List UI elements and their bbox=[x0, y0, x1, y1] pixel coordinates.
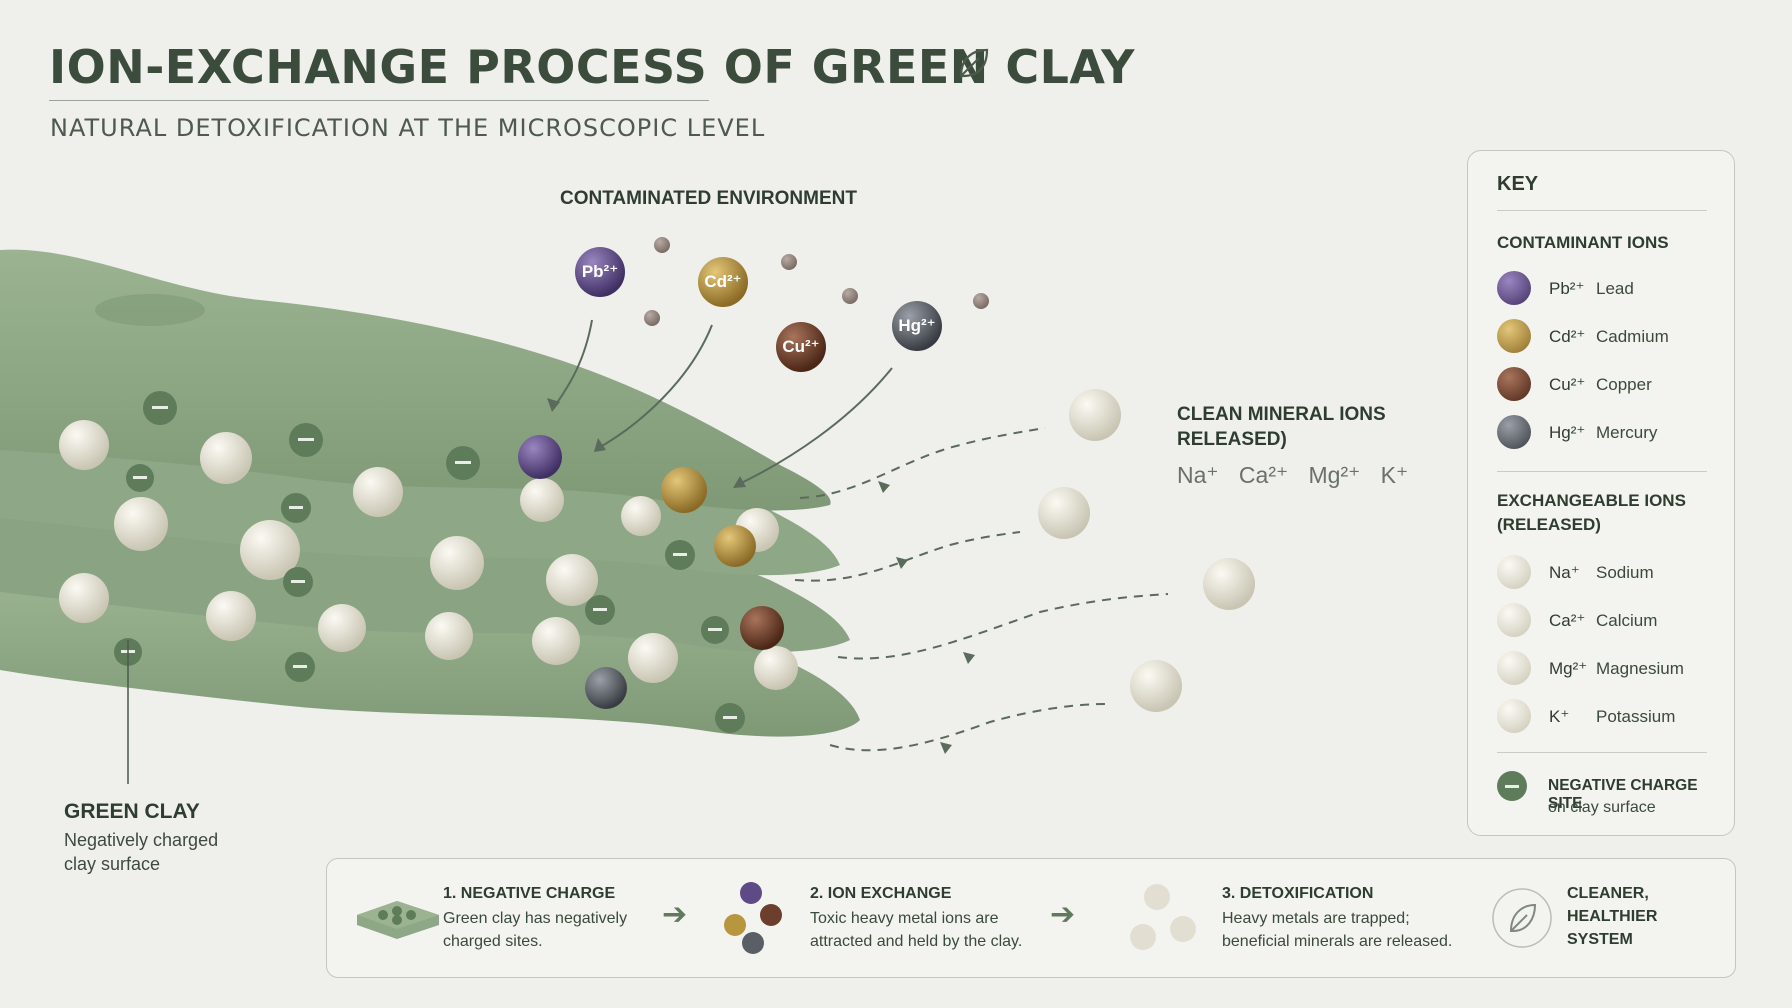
released-mineral-3 bbox=[1203, 558, 1255, 610]
leaf-icon-result bbox=[1492, 888, 1552, 948]
key-item-potassium: K⁺ Potassium bbox=[1497, 699, 1727, 735]
cadmium-name: Cadmium bbox=[1596, 327, 1669, 346]
key-item-calcium: Ca²⁺ Calcium bbox=[1497, 603, 1727, 639]
released-mineral-2 bbox=[1038, 487, 1090, 539]
negative-charge-sub: on clay surface bbox=[1548, 799, 1656, 816]
lead-symbol: Pb²⁺ bbox=[1549, 279, 1585, 298]
released-mineral-1 bbox=[1069, 389, 1121, 441]
clean-ions-list: Na⁺ Ca²⁺ Mg²⁺ K⁺ bbox=[1177, 462, 1409, 488]
potassium-name: Potassium bbox=[1596, 707, 1676, 726]
green-clay-desc-2: clay surface bbox=[64, 854, 161, 874]
trapped-cu bbox=[740, 606, 784, 650]
trapped-cd bbox=[661, 467, 707, 513]
green-clay-desc-1: Negatively charged bbox=[64, 830, 219, 850]
exchangeable-ions-title: EXCHANGEABLE IONS (RELEASED) bbox=[1497, 489, 1717, 537]
copper-swatch bbox=[1497, 367, 1531, 401]
negative-charge-icon bbox=[1497, 771, 1527, 801]
ion-cluster-icon bbox=[724, 882, 782, 954]
title-divider bbox=[49, 100, 709, 101]
result-line3: SYSTEM bbox=[1567, 931, 1633, 948]
calcium-symbol: Ca²⁺ bbox=[1549, 611, 1586, 630]
key-item-sodium: Na⁺ Sodium bbox=[1497, 555, 1727, 591]
step3-line1: Heavy metals are trapped; bbox=[1222, 910, 1410, 927]
released-mineral-4 bbox=[1130, 660, 1182, 712]
copper-name: Copper bbox=[1596, 375, 1652, 394]
process-panel: 1. NEGATIVE CHARGE Green clay has negati… bbox=[326, 858, 1736, 978]
step1-line1: Green clay has negatively bbox=[443, 910, 628, 927]
clay-slab-icon bbox=[357, 901, 439, 939]
trapped-hg bbox=[585, 667, 627, 709]
key-panel: KEY CONTAMINANT IONS Pb²⁺ Lead Cd²⁺ Cadm… bbox=[1467, 150, 1735, 836]
key-item-copper: Cu²⁺ Copper bbox=[1497, 367, 1727, 403]
step2-line1: Toxic heavy metal ions are bbox=[810, 910, 999, 927]
step2-title: 2. ION EXCHANGE bbox=[810, 885, 952, 902]
step2-line2: attracted and held by the clay. bbox=[810, 933, 1023, 950]
calcium-name: Calcium bbox=[1596, 611, 1658, 630]
page-title: ION-EXCHANGE PROCESS OF GREEN CLAY bbox=[49, 40, 1135, 94]
exchangeable-title-line1: EXCHANGEABLE IONS bbox=[1497, 491, 1686, 510]
magnesium-name: Magnesium bbox=[1596, 659, 1684, 678]
lead-swatch bbox=[1497, 271, 1531, 305]
key-item-magnesium: Mg²⁺ Magnesium bbox=[1497, 651, 1727, 687]
ion-hg bbox=[892, 301, 942, 351]
lead-name: Lead bbox=[1596, 279, 1634, 298]
mercury-swatch bbox=[1497, 415, 1531, 449]
mercury-name: Mercury bbox=[1596, 423, 1658, 442]
cadmium-swatch bbox=[1497, 319, 1531, 353]
calcium-swatch bbox=[1497, 603, 1531, 637]
arrow-icon-2: ➔ bbox=[1050, 898, 1076, 931]
trapped-pb bbox=[518, 435, 562, 479]
potassium-symbol: K⁺ bbox=[1549, 707, 1570, 726]
key-item-lead: Pb²⁺ Lead bbox=[1497, 271, 1727, 307]
sodium-swatch bbox=[1497, 555, 1531, 589]
embedded-minerals bbox=[59, 420, 798, 690]
green-clay-label: GREEN CLAY Negatively charged clay surfa… bbox=[64, 800, 294, 876]
ion-pb bbox=[575, 247, 625, 297]
step1-line2: charged sites. bbox=[443, 933, 543, 950]
cadmium-symbol: Cd²⁺ bbox=[1549, 327, 1586, 346]
sodium-symbol: Na⁺ bbox=[1549, 563, 1580, 582]
negative-charge-title: NEGATIVE CHARGE SITE bbox=[1548, 777, 1698, 812]
trapped-cd-2 bbox=[714, 525, 756, 567]
mercury-symbol: Hg²⁺ bbox=[1549, 423, 1586, 442]
step3-line2: beneficial minerals are released. bbox=[1222, 933, 1453, 950]
key-item-mercury: Hg²⁺ Mercury bbox=[1497, 415, 1727, 451]
ion-cu bbox=[776, 322, 826, 372]
copper-symbol: Cu²⁺ bbox=[1549, 375, 1586, 394]
contaminated-environment-label: CONTAMINATED ENVIRONMENT bbox=[560, 188, 857, 209]
green-clay-title: GREEN CLAY bbox=[64, 800, 200, 823]
magnesium-symbol: Mg²⁺ bbox=[1549, 659, 1588, 678]
key-title: KEY bbox=[1497, 173, 1539, 195]
contaminant-ions-title: CONTAMINANT IONS bbox=[1497, 233, 1669, 252]
step3-title: 3. DETOXIFICATION bbox=[1222, 885, 1374, 902]
result-line1: CLEANER, bbox=[1567, 885, 1649, 902]
charge-sites bbox=[114, 391, 745, 733]
key-item-cadmium: Cd²⁺ Cadmium bbox=[1497, 319, 1727, 355]
arrow-icon: ➔ bbox=[662, 898, 688, 931]
sodium-name: Sodium bbox=[1596, 563, 1654, 582]
ion-cd bbox=[698, 257, 748, 307]
potassium-swatch bbox=[1497, 699, 1531, 733]
clean-minerals-label: CLEAN MINERAL IONS RELEASED) bbox=[1177, 404, 1386, 450]
magnesium-swatch bbox=[1497, 651, 1531, 685]
key-divider-2 bbox=[1497, 471, 1707, 472]
leaf-icon bbox=[959, 48, 989, 78]
exchangeable-title-line2: (RELEASED) bbox=[1497, 515, 1601, 534]
key-divider-3 bbox=[1497, 752, 1707, 753]
result-line2: HEALTHIER bbox=[1567, 908, 1658, 925]
mineral-cluster-icon bbox=[1130, 884, 1196, 950]
key-divider bbox=[1497, 210, 1707, 211]
page-subtitle: NATURAL DETOXIFICATION AT THE MICROSCOPI… bbox=[50, 114, 766, 142]
step1-title: 1. NEGATIVE CHARGE bbox=[443, 885, 616, 902]
